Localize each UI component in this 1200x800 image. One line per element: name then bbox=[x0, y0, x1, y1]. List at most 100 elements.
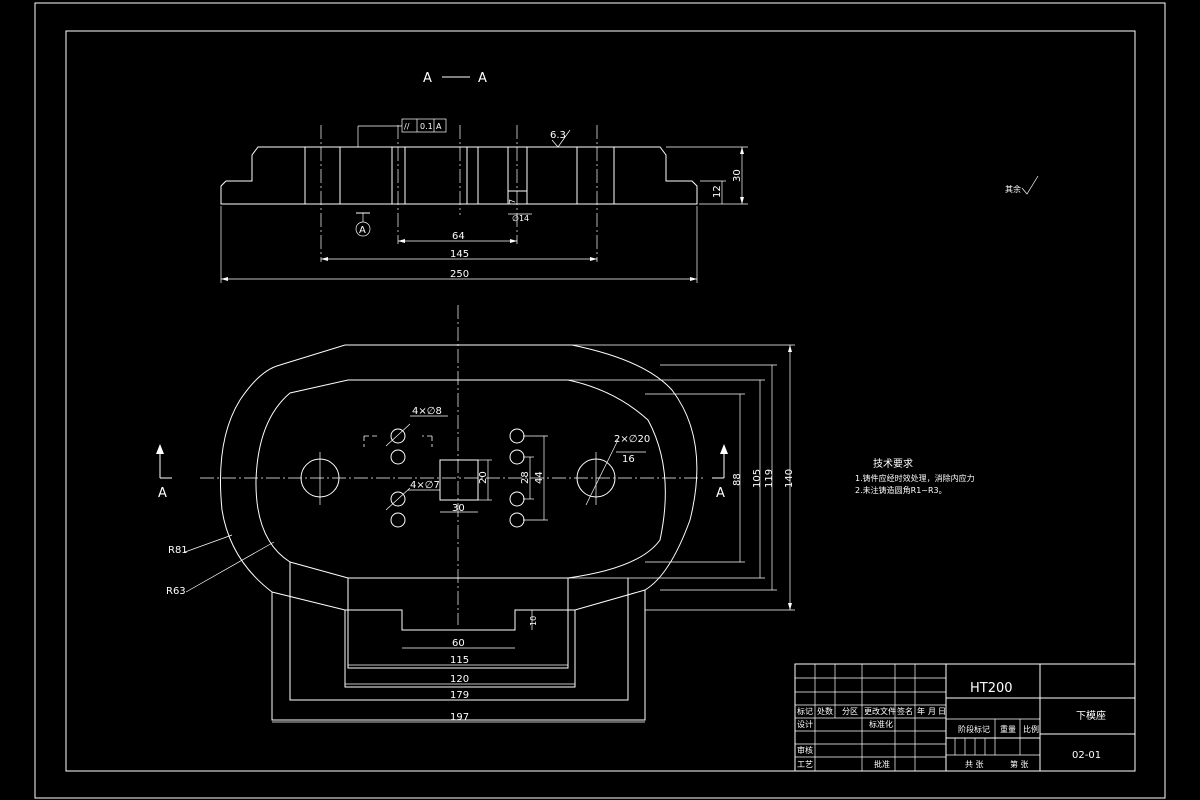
tb-standardize: 标准化 bbox=[869, 719, 893, 729]
dim-10: 10 bbox=[529, 616, 538, 626]
plan-outer-contour bbox=[220, 344, 698, 631]
section-solid-3 bbox=[404, 146, 468, 205]
tolerance-value: 0.1 bbox=[420, 122, 433, 131]
tb-year: 年 bbox=[917, 706, 925, 716]
tb-scale: 比例 bbox=[1023, 724, 1039, 734]
dim-20: 20 bbox=[478, 471, 489, 484]
dim-197: 197 bbox=[450, 712, 469, 723]
tech-req-item-1: 1.铸件应经时效处理，消除内应力 bbox=[855, 473, 975, 483]
dim-115: 115 bbox=[450, 655, 469, 666]
r81-leader bbox=[184, 534, 233, 553]
section-solid-left bbox=[220, 146, 306, 205]
technical-requirements: 技术要求 1.铸件应经时效处理，消除内应力 2.未注铸造圆角R1~R3。 bbox=[855, 457, 975, 495]
section-title-left: A bbox=[423, 71, 432, 86]
tech-req-title: 技术要求 bbox=[873, 457, 913, 470]
section-solid-5 bbox=[526, 146, 578, 205]
dim-44: 44 bbox=[534, 471, 545, 484]
section-title-right: A bbox=[478, 71, 487, 86]
tb-mark: 标记 bbox=[797, 706, 813, 716]
plan-view: 20 30 28 44 4×∅8 4×∅7 2×∅20 16 A A 88 bbox=[156, 305, 795, 723]
marker-right-arrow bbox=[720, 444, 728, 454]
hole-8-3 bbox=[509, 428, 525, 444]
tb-design: 设计 bbox=[797, 719, 813, 729]
r63-leader bbox=[185, 541, 275, 593]
tb-sheets-total: 共 张 bbox=[965, 760, 984, 769]
section-marker-left: A bbox=[158, 486, 167, 501]
section-marker-right: A bbox=[716, 486, 725, 501]
dim-179: 179 bbox=[450, 690, 469, 701]
tb-count: 处数 bbox=[817, 706, 833, 716]
callout-depth-16: 16 bbox=[622, 454, 635, 465]
tb-sheet-no: 第 张 bbox=[1010, 759, 1029, 769]
plan-center-pocket bbox=[439, 459, 479, 501]
dim-30-plan: 30 bbox=[452, 503, 465, 514]
hole-7-3 bbox=[509, 491, 525, 507]
hole-7-1 bbox=[390, 491, 406, 507]
dim-28: 28 bbox=[520, 471, 531, 484]
hole-20-leader bbox=[585, 439, 619, 506]
tolerance-datum: A bbox=[436, 122, 442, 131]
hole-8-1 bbox=[390, 428, 406, 444]
hidden-counterbore bbox=[363, 435, 433, 447]
dim-bore: ∅14 bbox=[512, 214, 529, 223]
section-view: A A // 0.1 A 6.3 A bbox=[220, 71, 748, 283]
section-solid-2 bbox=[339, 146, 393, 205]
roughness-symbol bbox=[551, 129, 571, 148]
tolerance-frame bbox=[401, 118, 447, 133]
outer-border bbox=[34, 2, 1166, 799]
tolerance-symbol: // bbox=[404, 122, 410, 131]
dim-140: 140 bbox=[784, 469, 795, 488]
tb-process: 工艺 bbox=[797, 760, 813, 769]
dim-145: 145 bbox=[450, 249, 469, 260]
tb-month: 月 bbox=[928, 707, 936, 716]
dim-120: 120 bbox=[450, 674, 469, 685]
dim-7: 7 bbox=[508, 199, 517, 204]
dim-105: 105 bbox=[752, 469, 763, 488]
dim-r63: R63 bbox=[166, 586, 186, 597]
plan-tongue-120 bbox=[344, 610, 576, 688]
other-roughness-label: 其余 bbox=[1005, 184, 1021, 194]
plan-inner-contour bbox=[255, 379, 666, 579]
tb-day: 日 bbox=[938, 707, 946, 716]
dim-119: 119 bbox=[764, 469, 775, 488]
section-solid-right bbox=[613, 146, 698, 205]
tb-drawing-no: 02-01 bbox=[1072, 750, 1101, 761]
tb-approve: 批准 bbox=[874, 759, 890, 769]
plan-tongue-115 bbox=[347, 578, 569, 669]
datum-circle bbox=[355, 221, 371, 237]
hole-7-2 bbox=[390, 512, 406, 528]
hole-8-2 bbox=[390, 449, 406, 465]
dim-r81: R81 bbox=[168, 545, 188, 556]
datum-label: A bbox=[359, 225, 366, 236]
callout-2x20: 2×∅20 bbox=[614, 434, 650, 445]
title-block-frame bbox=[794, 663, 1136, 772]
dim-30-arrows bbox=[740, 147, 744, 204]
marker-left-arrow bbox=[156, 444, 164, 454]
tb-stage-mark: 阶段标记 bbox=[958, 724, 990, 734]
inner-border bbox=[65, 30, 1136, 772]
dim-12: 12 bbox=[712, 185, 723, 198]
section-solid-4 bbox=[477, 146, 509, 205]
other-roughness-symbol bbox=[1021, 175, 1039, 195]
callout-4x7: 4×∅7 bbox=[410, 480, 440, 491]
tb-zone: 分区 bbox=[842, 707, 858, 716]
hole-8-4 bbox=[509, 449, 525, 465]
hole-7-4 bbox=[509, 512, 525, 528]
tb-part-name: 下模座 bbox=[1076, 709, 1106, 722]
callout-4x8: 4×∅8 bbox=[412, 406, 442, 417]
tech-req-item-2: 2.未注铸造圆角R1~R3。 bbox=[855, 485, 947, 495]
dim-30-v: 30 bbox=[732, 169, 743, 182]
dim-250: 250 bbox=[450, 269, 469, 280]
dim-88: 88 bbox=[732, 473, 743, 486]
surface-roughness-value: 6.3 bbox=[550, 130, 566, 141]
hole-7-leader bbox=[385, 487, 411, 511]
tb-review: 审核 bbox=[797, 745, 813, 755]
title-block: 标记 处数 分区 更改文件 签名 年 月 日 设计 标准化 审核 工艺 批准 阶… bbox=[794, 663, 1136, 772]
plan-tongue-197 bbox=[271, 590, 646, 721]
tb-weight: 重量 bbox=[1000, 724, 1016, 734]
hole-8-leader bbox=[385, 423, 411, 447]
tb-change-doc: 更改文件 bbox=[864, 706, 896, 716]
dim-60: 60 bbox=[452, 638, 465, 649]
tb-sign: 签名 bbox=[897, 706, 913, 716]
